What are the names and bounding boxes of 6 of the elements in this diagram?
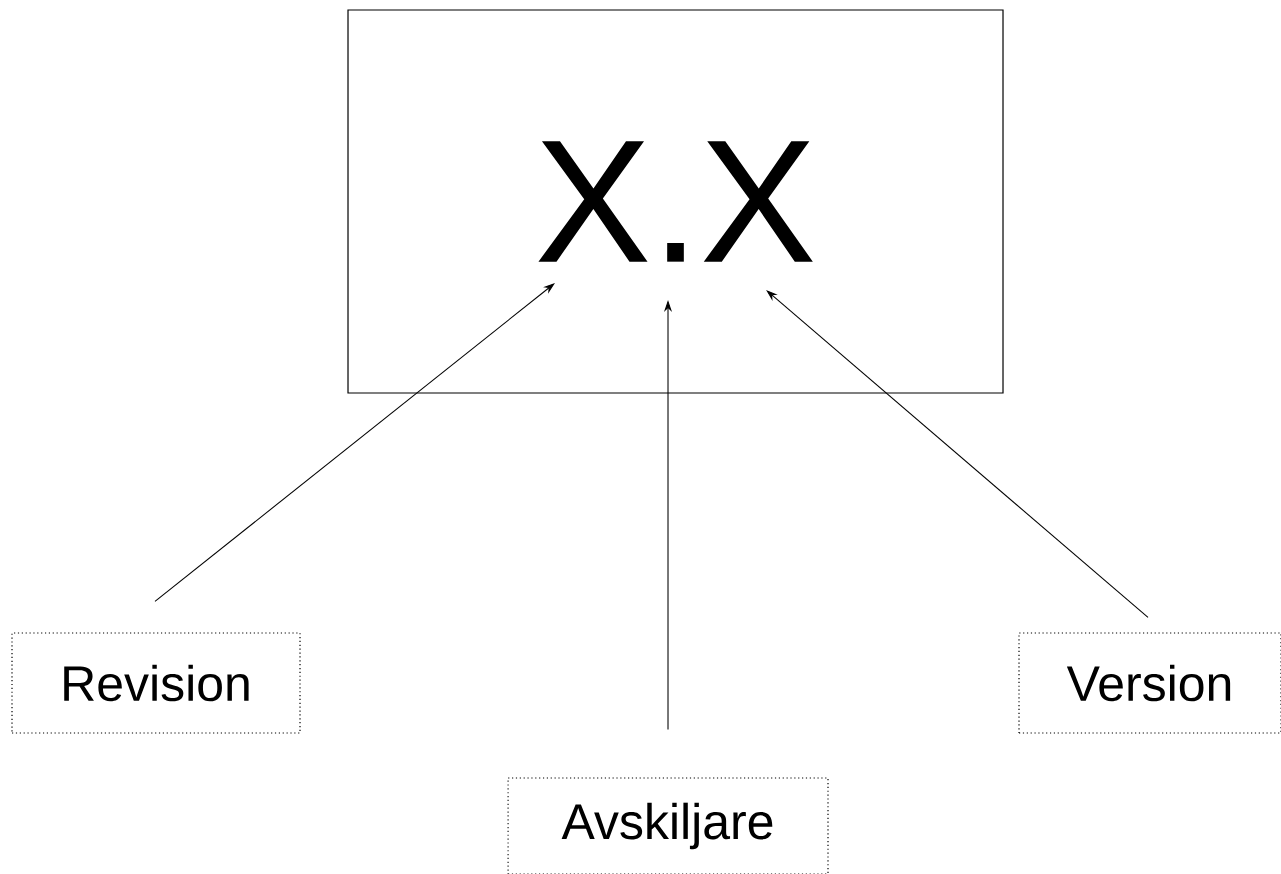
label-box: Version <box>1018 632 1281 734</box>
label-box: Avskiljare <box>507 777 829 874</box>
version-box: X.X <box>347 9 1004 394</box>
arrow <box>154 283 555 602</box>
label-box: Revision <box>11 632 301 734</box>
arrow <box>766 290 1149 618</box>
